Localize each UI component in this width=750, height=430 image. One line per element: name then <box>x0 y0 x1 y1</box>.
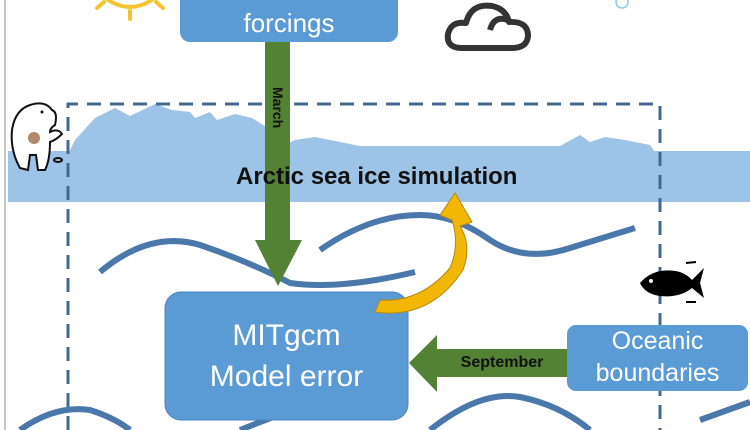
atmospheric-forcings-box[interactable] <box>180 0 398 42</box>
feedback-arrow[interactable] <box>374 192 473 314</box>
fish-icon <box>640 261 704 303</box>
sea-ice-ridge <box>70 104 655 152</box>
model-domain-boundary <box>66 102 662 430</box>
september-label: September <box>460 354 544 371</box>
simulation-label: Arctic sea ice simulation <box>236 163 518 190</box>
model-label-line2: Model error <box>209 360 364 393</box>
march-label: March <box>270 87 286 129</box>
sea-ice-band <box>8 151 750 202</box>
atmospheric-forcings-label: forcings <box>243 8 335 38</box>
oceanic-label-line2: boundaries <box>595 359 720 387</box>
march-arrow[interactable] <box>255 42 302 286</box>
model-box[interactable] <box>164 291 409 421</box>
oceanic-label-line1: Oceanic <box>611 327 704 355</box>
cloud-icon <box>444 2 531 51</box>
oceanic-boundaries-box[interactable] <box>567 325 748 391</box>
polar-bear-icon <box>10 102 64 172</box>
sun-icon <box>95 0 165 21</box>
model-label-line1: MITgcm <box>232 319 341 352</box>
raindrop-icon <box>615 0 629 9</box>
september-arrow[interactable] <box>409 335 567 392</box>
